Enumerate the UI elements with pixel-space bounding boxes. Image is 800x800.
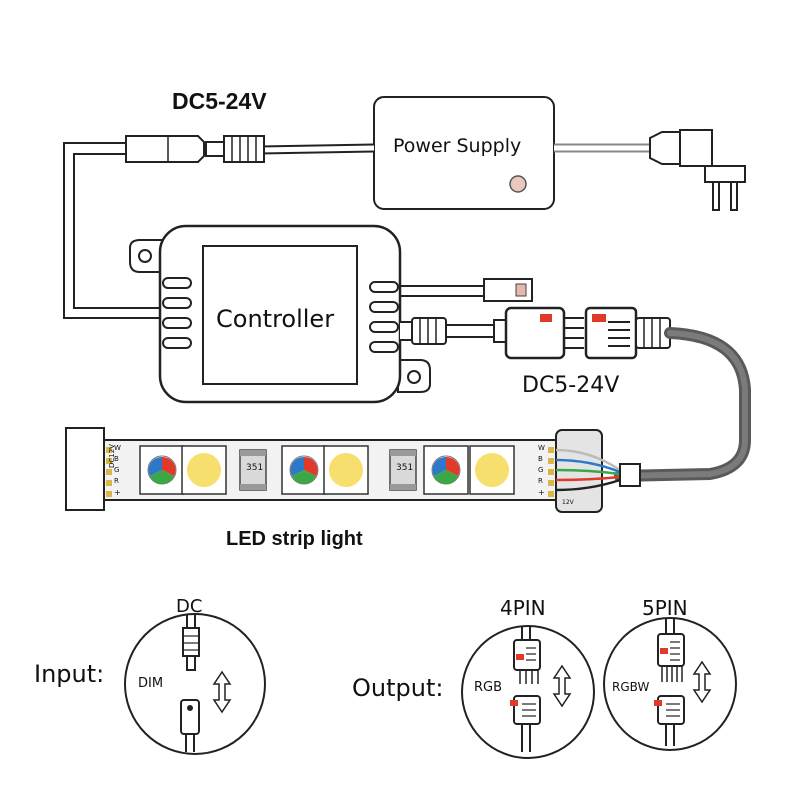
- strip-left-pin-g: G: [114, 466, 120, 474]
- strip-left-pin-r: R: [114, 477, 119, 485]
- strip-right-pin-w: W: [538, 444, 545, 452]
- controller-input-cable: [63, 142, 165, 319]
- strip-right-pin-r: R: [538, 477, 543, 485]
- strip-cable: [614, 327, 751, 482]
- input-label: Input:: [34, 660, 105, 688]
- dc-jack-female: [125, 135, 205, 163]
- dim-label: DIM: [138, 676, 164, 691]
- output-connector-male: [584, 306, 671, 360]
- input-voltage-label: DC5-24V: [172, 88, 267, 114]
- ir-receiver: [400, 278, 533, 302]
- input-detail-circle: [124, 613, 266, 755]
- led-strip: [65, 427, 641, 513]
- power-supply-label: Power Supply: [393, 135, 522, 157]
- strip-left-pin-b: B: [114, 455, 119, 463]
- output-connector-female: [504, 306, 584, 360]
- strip-right-pin-plus: +: [538, 488, 545, 497]
- ac-plug-icon: [649, 129, 746, 211]
- output-label: Output:: [352, 674, 444, 702]
- dc-label: DC: [176, 596, 203, 617]
- rgb-label: RGB: [474, 680, 503, 695]
- output-voltage-label: DC5-24V: [522, 373, 620, 398]
- strip-left-voltage: DC12V: [108, 444, 116, 468]
- strip-right-pin-g: G: [538, 466, 544, 474]
- led-strip-label: LED strip light: [226, 528, 363, 550]
- power-supply-box: [373, 96, 555, 210]
- controller-label: Controller: [216, 305, 335, 333]
- strip-left-pin-plus: +: [114, 488, 121, 497]
- strip-right-pin-b: B: [538, 455, 543, 463]
- dc-plug-male: [205, 135, 265, 163]
- controller-box: [129, 224, 431, 404]
- output-4pin-circle: [461, 625, 595, 759]
- strip-resistor-code-1: 351: [246, 463, 264, 473]
- strip-right-voltage: 12V: [562, 499, 574, 506]
- five-pin-label: 5PIN: [642, 596, 688, 620]
- dc-cable: [259, 143, 375, 155]
- four-pin-label: 4PIN: [500, 596, 546, 620]
- output-5pin-circle: [603, 617, 737, 751]
- rgbw-label: RGBW: [612, 680, 650, 694]
- strip-resistor-code-2: 351: [396, 463, 414, 473]
- strip-left-pin-w: W: [114, 444, 121, 452]
- controller-output-cable: [400, 317, 507, 345]
